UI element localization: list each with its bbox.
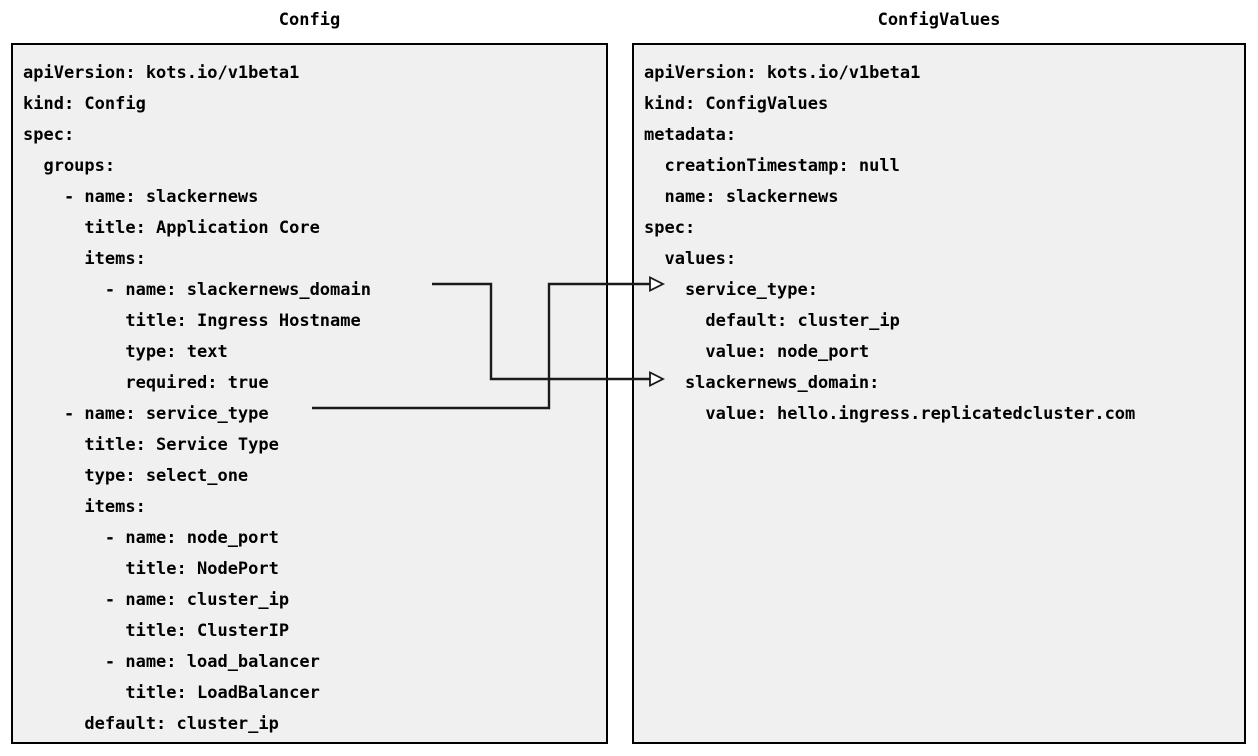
yaml-line: title: ClusterIP [23, 621, 290, 641]
yaml-panel-configvalues: apiVersion: kots.io/v1beta1 kind: ConfigV… [632, 43, 1246, 744]
yaml-line: value: node_port [644, 342, 870, 362]
yaml-line: required: true [23, 373, 269, 393]
yaml-line: items: [23, 497, 146, 517]
yaml-line: values: [644, 249, 737, 269]
yaml-body-configvalues: apiVersion: kots.io/v1beta1 kind: ConfigV… [634, 45, 1135, 430]
yaml-line: name: slackernews [644, 187, 839, 207]
panel-title-config: Config [278, 10, 341, 30]
yaml-line: default: cluster_ip [644, 311, 900, 331]
yaml-line: type: select_one [23, 466, 249, 486]
yaml-line: service_type: [644, 280, 818, 300]
yaml-line: title: NodePort [23, 559, 279, 579]
yaml-line: kind: ConfigValues [644, 94, 829, 114]
yaml-line: - name: service_type [23, 404, 269, 424]
yaml-line: default: cluster_ip [23, 714, 279, 734]
yaml-line: kind: Config [23, 94, 146, 114]
yaml-line: - name: load_balancer [23, 652, 320, 672]
yaml-line: title: Service Type [23, 435, 279, 455]
yaml-line: groups: [23, 156, 116, 176]
yaml-line: - name: slackernews_domain [23, 280, 371, 300]
yaml-line: apiVersion: kots.io/v1beta1 [23, 63, 300, 83]
yaml-line: apiVersion: kots.io/v1beta1 [644, 63, 921, 83]
yaml-line: title: LoadBalancer [23, 683, 320, 703]
yaml-line: spec: [644, 218, 696, 238]
yaml-line: metadata: [644, 125, 737, 145]
yaml-line: spec: [23, 125, 75, 145]
panel-title-configvalues: ConfigValues [877, 10, 1001, 30]
yaml-line: - name: slackernews [23, 187, 259, 207]
yaml-panel-config: apiVersion: kots.io/v1beta1 kind: Config s… [11, 43, 608, 744]
yaml-line: type: text [23, 342, 228, 362]
yaml-line: title: Application Core [23, 218, 320, 238]
yaml-line: items: [23, 249, 146, 269]
yaml-body-config: apiVersion: kots.io/v1beta1 kind: Config s… [13, 45, 371, 740]
yaml-line: slackernews_domain: [644, 373, 880, 393]
yaml-line: value: hello.ingress.replicatedcluster.c… [644, 404, 1136, 424]
yaml-line: - name: cluster_ip [23, 590, 290, 610]
yaml-line: - name: node_port [23, 528, 279, 548]
yaml-line: title: Ingress Hostname [23, 311, 361, 331]
yaml-line: creationTimestamp: null [644, 156, 900, 176]
